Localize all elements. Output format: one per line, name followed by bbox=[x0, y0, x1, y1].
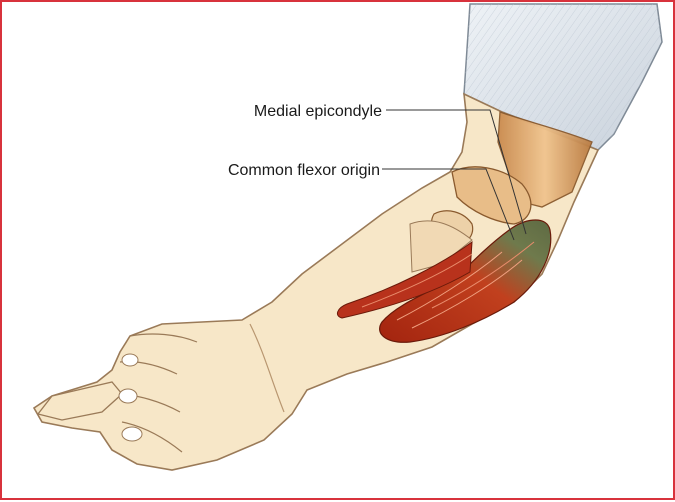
label-medial-epicondyle: Medial epicondyle bbox=[254, 103, 382, 120]
label-common-flexor-origin: Common flexor origin bbox=[228, 162, 380, 179]
